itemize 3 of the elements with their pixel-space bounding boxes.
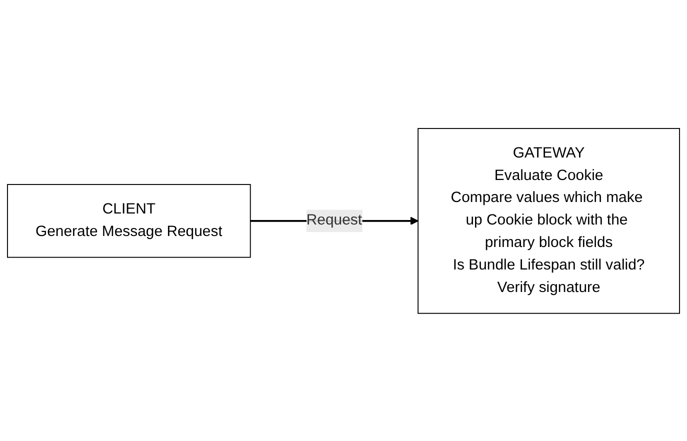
node-box: GATEWAY Evaluate Cookie Compare values which make up Cookie block with the primary block fields Is Bundle Lifespan still valid? Verify signature xyxy=(418,128,680,314)
edge-label: Request xyxy=(306,212,362,228)
node-box: CLIENT Generate Message Request xyxy=(7,184,251,258)
